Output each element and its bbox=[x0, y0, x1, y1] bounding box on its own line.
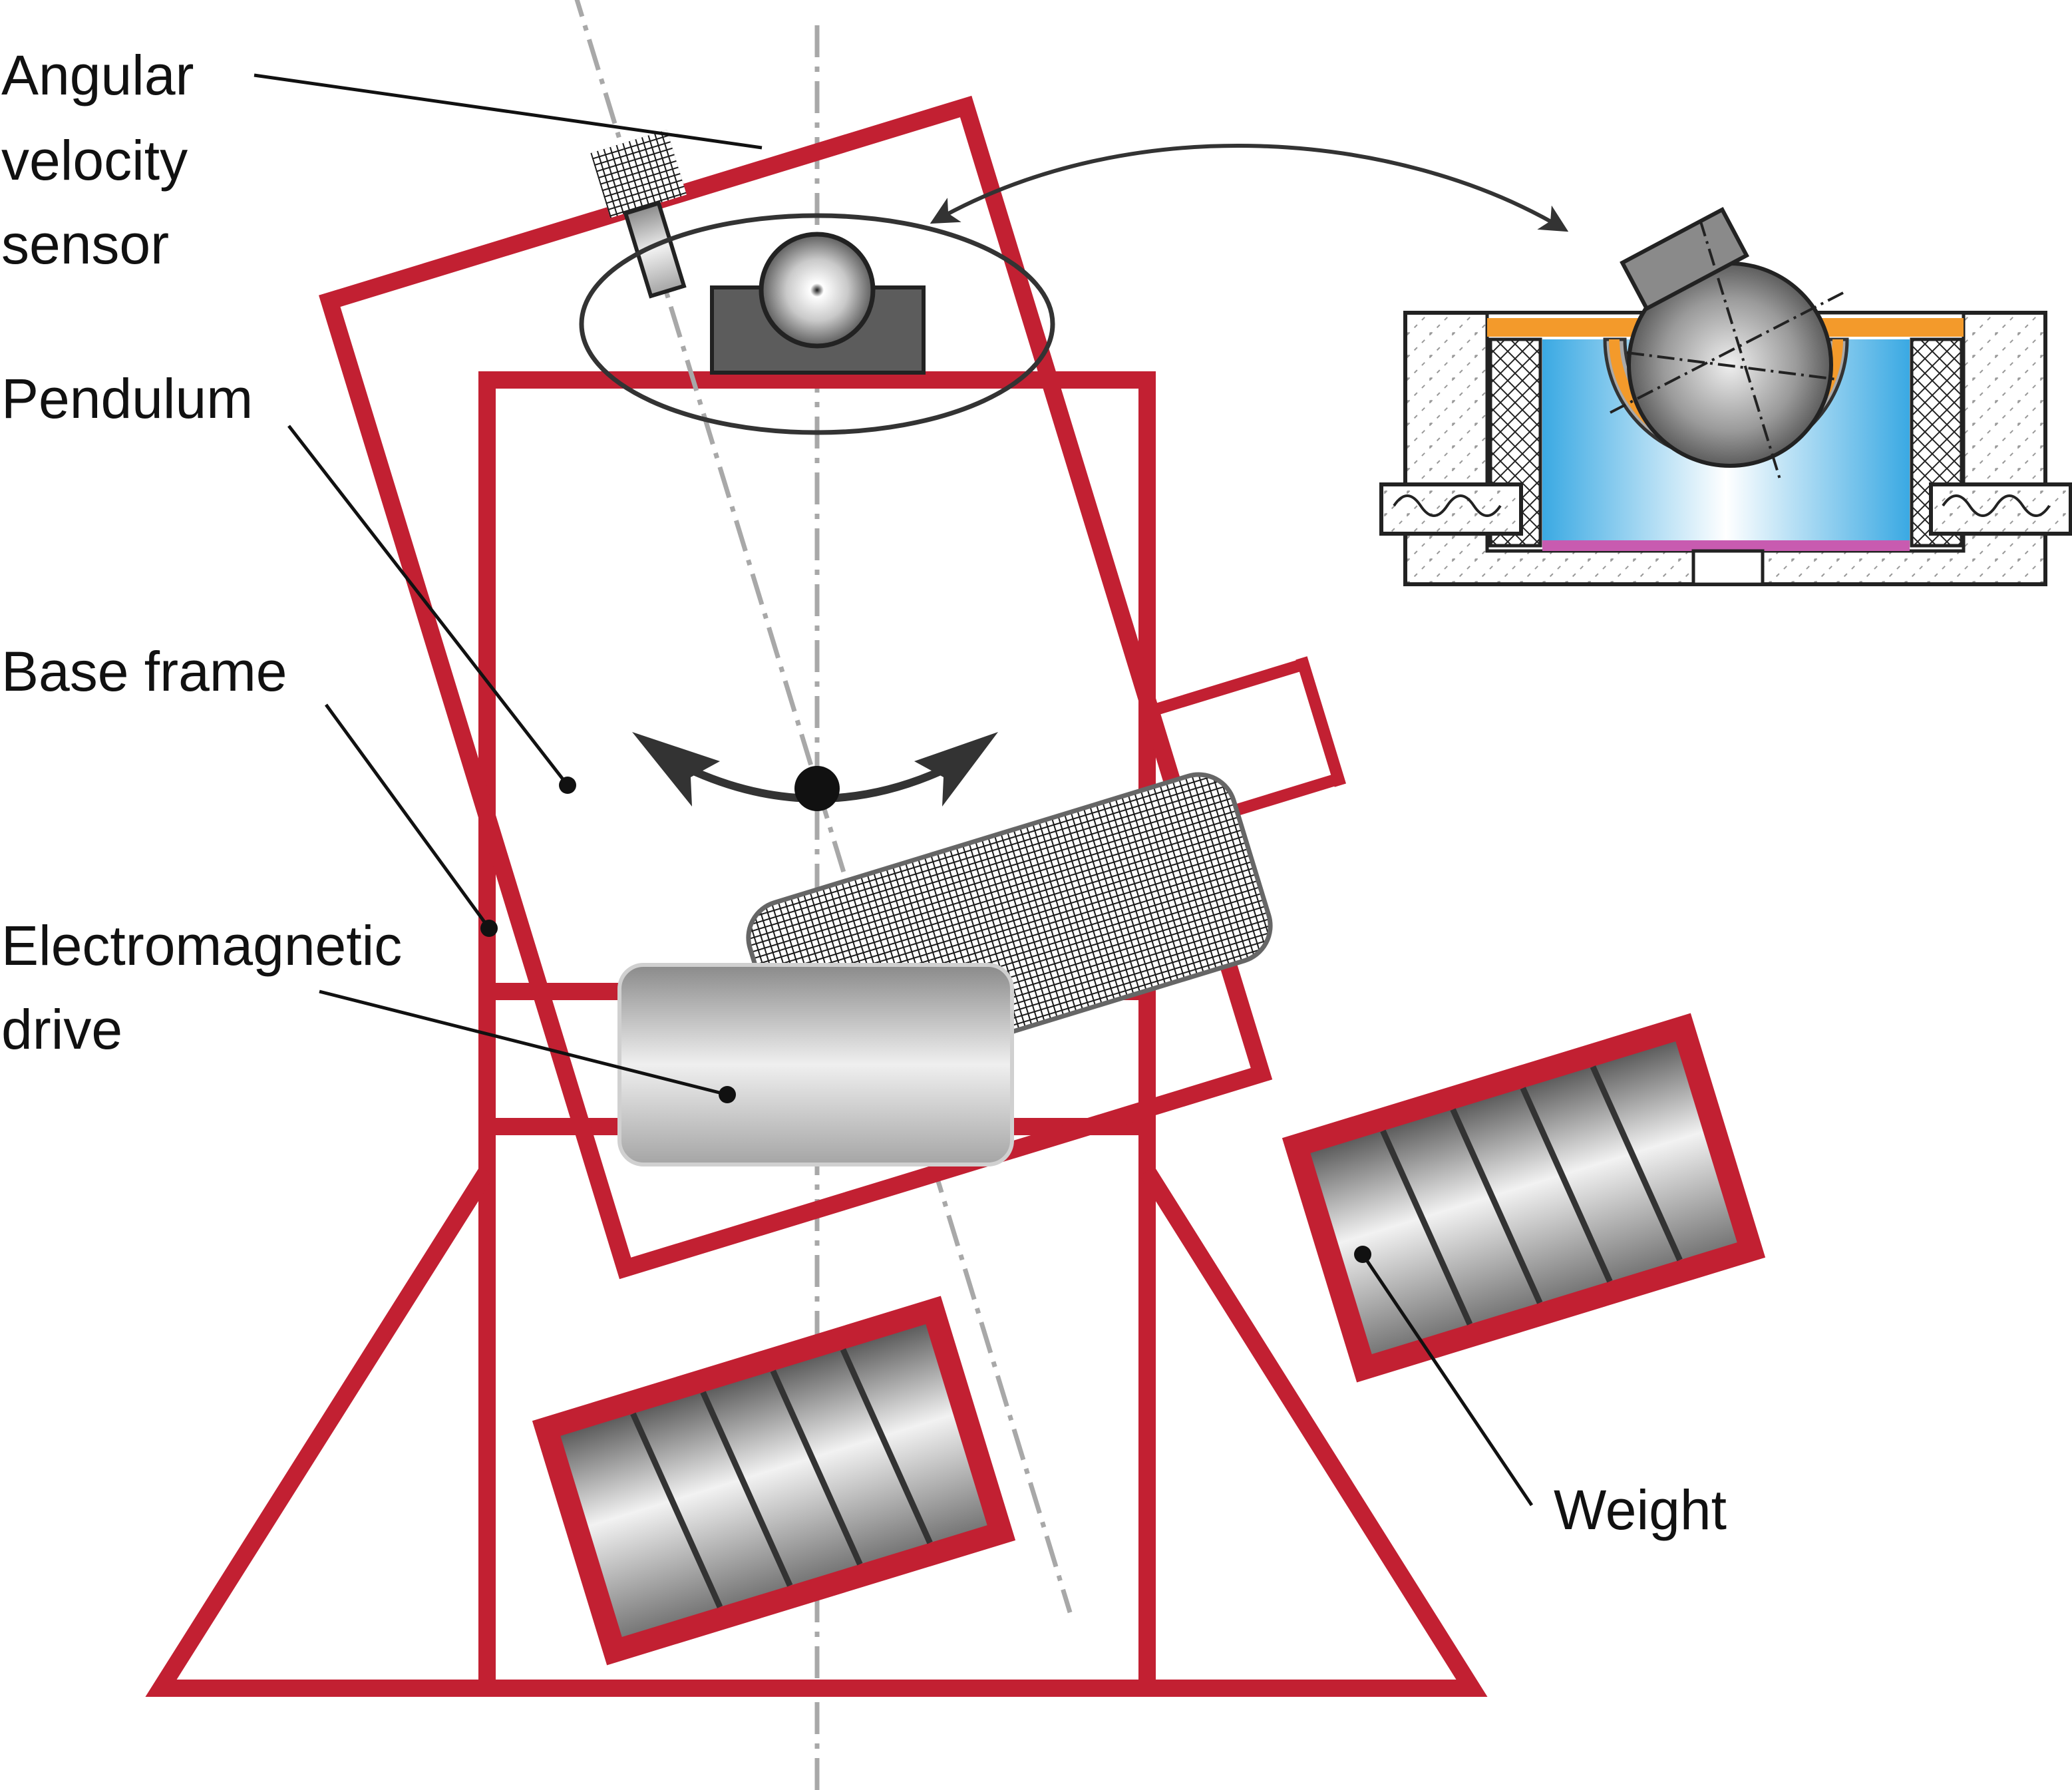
sensor-cross-section bbox=[1379, 206, 2072, 586]
label-angular-velocity-sensor: Angular velocity sensor bbox=[1, 44, 210, 275]
label-electromagnetic-drive: Electromagnetic drive bbox=[1, 914, 418, 1061]
label-base-frame: Base frame bbox=[1, 640, 287, 703]
electromagnetic-drive bbox=[617, 963, 1014, 1166]
weight-right bbox=[1282, 1013, 1766, 1383]
leader-drive bbox=[319, 989, 728, 1097]
sensor-ball bbox=[759, 232, 876, 349]
label-weight: Weight bbox=[1554, 1479, 1727, 1541]
detail-arrow bbox=[930, 144, 1569, 232]
leader-sensor bbox=[254, 73, 763, 150]
angular-velocity-sensor bbox=[590, 129, 687, 299]
weight-left bbox=[532, 1296, 1016, 1666]
leader-weight bbox=[1361, 1253, 1534, 1507]
pivot-point bbox=[794, 766, 840, 811]
label-pendulum: Pendulum bbox=[1, 367, 253, 430]
leader-base-frame bbox=[324, 703, 491, 930]
leader-pendulum bbox=[287, 425, 569, 787]
sensor-detail-ellipse bbox=[579, 213, 1055, 435]
